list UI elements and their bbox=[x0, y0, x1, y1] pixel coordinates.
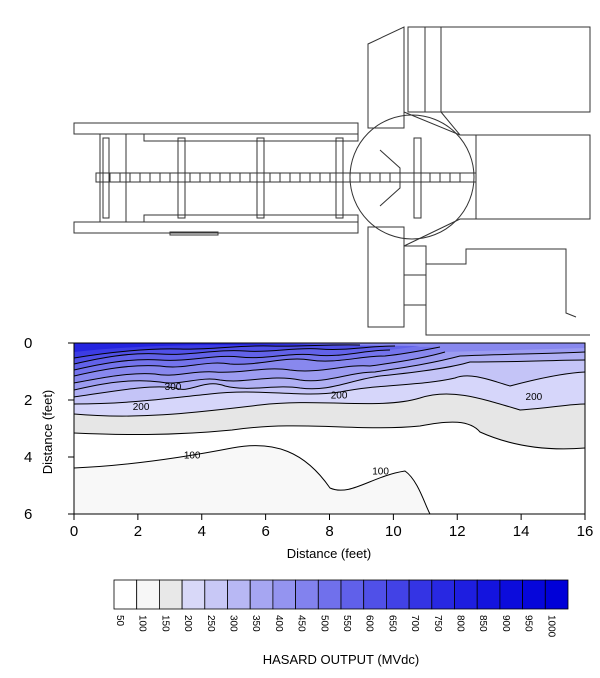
contour-label: 100 bbox=[184, 451, 201, 462]
contour-label: 200 bbox=[133, 402, 150, 413]
colorbar-level-label: 50 bbox=[114, 615, 125, 627]
colorbar-level-label: 350 bbox=[250, 615, 261, 632]
colorbar-swatch bbox=[431, 579, 455, 610]
colorbar-level-label: 1000 bbox=[545, 615, 556, 638]
colorbar-title: HASARD OUTPUT (MVdc) bbox=[263, 652, 420, 667]
colorbar-level-label: 900 bbox=[500, 615, 511, 632]
colorbar-level-label: 300 bbox=[228, 615, 239, 632]
colorbar-swatch bbox=[499, 579, 523, 610]
y-axis-title: Distance (feet) bbox=[40, 390, 55, 475]
x-tick-label: 2 bbox=[134, 523, 142, 540]
colorbar-swatch bbox=[136, 579, 160, 610]
y-tick-label: 6 bbox=[24, 506, 32, 523]
contour-label: 200 bbox=[331, 391, 348, 402]
colorbar-swatch bbox=[317, 579, 342, 610]
contour-label: 100 bbox=[372, 466, 389, 477]
colorbar-level-label: 100 bbox=[137, 615, 148, 632]
colorbar-swatch bbox=[295, 579, 319, 610]
colorbar-swatch bbox=[454, 579, 478, 610]
y-tick-label: 2 bbox=[24, 392, 32, 409]
colorbar-swatch bbox=[522, 579, 546, 610]
colorbar-swatch bbox=[544, 579, 569, 610]
colorbar: 50 100 150 200 250 300 350 400 450 500 550 600 650 70… bbox=[113, 579, 569, 638]
chain-links bbox=[109, 173, 461, 182]
x-tick-label: 0 bbox=[70, 523, 78, 540]
y-tick-label: 4 bbox=[24, 449, 32, 466]
colorbar-level-label: 850 bbox=[477, 615, 488, 632]
equipment-schematic bbox=[73, 26, 591, 336]
colorbar-swatch bbox=[272, 579, 296, 610]
colorbar-swatch bbox=[227, 579, 251, 610]
heatmap-field bbox=[74, 343, 585, 514]
x-tick-label: 4 bbox=[198, 523, 206, 540]
colorbar-swatch bbox=[113, 579, 138, 610]
x-tick-label: 8 bbox=[325, 523, 333, 540]
colorbar-level-label: 800 bbox=[455, 615, 466, 632]
x-tick-label: 10 bbox=[385, 523, 402, 540]
colorbar-level-label: 400 bbox=[273, 615, 284, 632]
colorbar-swatch bbox=[204, 579, 228, 610]
contour-labels: 300 200 200 200 100 100 bbox=[133, 382, 543, 477]
colorbar-swatch bbox=[181, 579, 206, 610]
x-tick-label: 12 bbox=[449, 523, 466, 540]
colorbar-level-label: 150 bbox=[159, 615, 170, 632]
x-tick-label: 16 bbox=[577, 523, 594, 540]
x-axis-title: Distance (feet) bbox=[287, 546, 372, 561]
colorbar-level-label: 550 bbox=[341, 615, 352, 632]
colorbar-level-label: 650 bbox=[386, 615, 397, 632]
colorbar-level-label: 750 bbox=[432, 615, 443, 632]
colorbar-swatch bbox=[363, 579, 387, 610]
colorbar-swatch bbox=[340, 579, 365, 610]
colorbar-level-label: 200 bbox=[182, 615, 193, 632]
x-tick-label: 6 bbox=[261, 523, 269, 540]
colorbar-swatch bbox=[408, 579, 433, 610]
colorbar-level-label: 250 bbox=[205, 615, 216, 632]
y-tick-label: 0 bbox=[24, 335, 32, 352]
colorbar-level-label: 450 bbox=[296, 615, 307, 632]
colorbar-level-label: 700 bbox=[409, 615, 420, 632]
colorbar-level-label: 600 bbox=[364, 615, 375, 632]
contour-label: 300 bbox=[165, 382, 182, 393]
x-tick-label: 14 bbox=[513, 523, 530, 540]
colorbar-swatch bbox=[249, 579, 274, 610]
x-axis-ticks: 0 2 4 6 8 10 12 14 16 bbox=[70, 514, 594, 540]
y-axis-ticks: 0 2 4 6 bbox=[24, 335, 74, 523]
contour-label: 200 bbox=[526, 392, 543, 403]
colorbar-swatch bbox=[385, 579, 410, 610]
colorbar-swatch bbox=[158, 579, 183, 610]
colorbar-level-label: 950 bbox=[523, 615, 534, 632]
colorbar-level-label: 500 bbox=[318, 615, 329, 632]
colorbar-swatch bbox=[476, 579, 501, 610]
